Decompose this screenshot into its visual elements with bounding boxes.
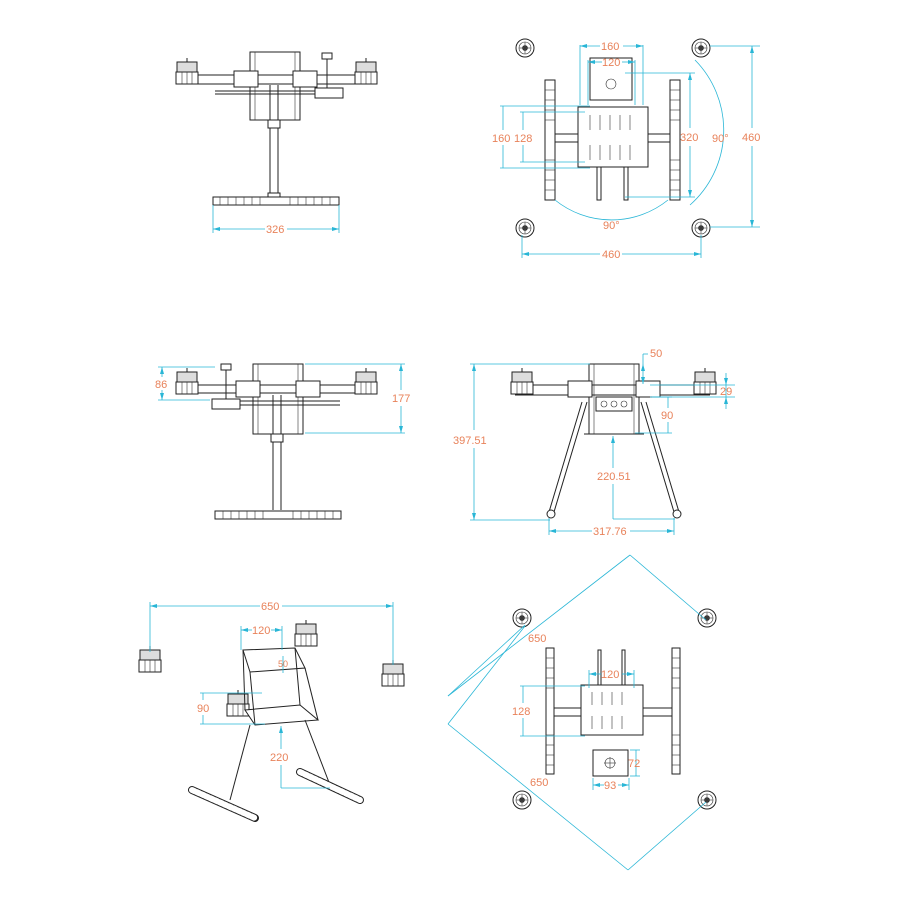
motor-rr xyxy=(691,218,711,238)
dim-label-deck-gap: 90 xyxy=(661,410,673,422)
dim-650 xyxy=(149,602,394,665)
dim-label-diagonal-upper: 650 xyxy=(528,633,546,645)
dim-90 xyxy=(200,692,265,725)
dim-label-plate-height: 128 xyxy=(512,706,530,718)
dim-72 xyxy=(630,749,640,777)
dim-320 xyxy=(625,72,695,198)
dim-label-angle-right: 90° xyxy=(712,133,729,145)
dim-label-frame-height: 177 xyxy=(392,393,410,405)
dim-93 xyxy=(592,778,630,790)
angle-arc-bottom xyxy=(554,199,669,221)
bottom-plate xyxy=(244,704,320,726)
dim-128 xyxy=(520,685,585,737)
dim-label-outer-plate-height: 160 xyxy=(492,133,510,145)
dim-label-top-offset: 50 xyxy=(650,348,662,360)
dim-skid-width xyxy=(212,205,340,233)
motor-right xyxy=(693,367,717,395)
dim-120 xyxy=(240,626,283,650)
dim-label-deck-gap: 90 xyxy=(197,703,209,715)
landing-view: 397.51 50 29 90 220.51 31 xyxy=(453,348,735,538)
dim-label-angle-bottom: 90° xyxy=(603,220,620,232)
skid-left xyxy=(544,79,556,201)
motor-right xyxy=(354,367,378,395)
dim-label-arm-thickness: 29 xyxy=(720,386,732,398)
center-plate xyxy=(577,106,649,168)
dim-160-height xyxy=(500,105,590,169)
dim-317-76 xyxy=(548,518,675,535)
angle-arc-right xyxy=(689,59,725,206)
dim-220-51 xyxy=(611,436,675,520)
dim-label-gear-height: 220.51 xyxy=(597,471,631,483)
dim-label-diagonal-lower: 650 xyxy=(530,777,548,789)
motor-left xyxy=(175,57,199,85)
dim-label-skid-width: 326 xyxy=(266,224,284,236)
dim-650-upper xyxy=(447,554,707,697)
dim-label-diagonal: 650 xyxy=(261,601,279,613)
dim-label-motor-span-horizontal: 460 xyxy=(602,249,620,261)
top-view: 160 120 160 128 320 90° 90° xyxy=(492,38,760,261)
motor-back xyxy=(294,619,318,647)
skid-bar xyxy=(214,510,342,520)
dim-120 xyxy=(588,670,635,688)
motor-fl xyxy=(512,608,532,628)
skid-bar xyxy=(212,196,340,206)
dim-label-rail-length: 320 xyxy=(680,132,698,144)
dim-160-width xyxy=(579,44,644,105)
skid-left xyxy=(188,786,259,822)
gimbal-top-view: 650 650 120 128 72 93 xyxy=(447,554,717,871)
iso-view: 650 120 50 90 220 xyxy=(138,601,405,822)
dim-label-outer-plate-width: 160 xyxy=(601,41,619,53)
front-view: 326 xyxy=(175,51,378,236)
dim-50 xyxy=(641,353,648,384)
motor-front xyxy=(226,689,250,717)
dim-86 xyxy=(158,366,215,401)
dim-label-plate-width: 120 xyxy=(601,669,619,681)
dim-120-width xyxy=(587,60,636,105)
dim-label-total-height: 397.51 xyxy=(453,435,487,447)
dim-label-motor-span-vertical: 460 xyxy=(742,132,760,144)
dim-label-plate-width: 120 xyxy=(252,625,270,637)
dim-label-inner-plate-width: 120 xyxy=(602,57,620,69)
dim-177 xyxy=(305,363,405,434)
dim-220 xyxy=(279,726,330,789)
motor-right xyxy=(354,57,378,85)
motor-fr xyxy=(691,38,711,58)
dim-label-inner-plate-height: 128 xyxy=(514,133,532,145)
dim-label-motor-height: 86 xyxy=(155,379,167,391)
frame-box xyxy=(252,363,304,435)
motor-left xyxy=(510,367,534,395)
side-view: 86 177 xyxy=(155,363,410,520)
motor-rl xyxy=(515,218,535,238)
motor-left xyxy=(175,367,199,395)
dim-label-plate-gap: 50 xyxy=(278,659,288,669)
motor-rl xyxy=(512,790,532,810)
dim-label-gear-width: 317.76 xyxy=(593,526,627,538)
dim-label-mount-height: 72 xyxy=(628,758,640,770)
dim-460-vertical xyxy=(710,45,760,228)
motor-fl xyxy=(515,38,535,58)
dim-label-mount-width: 93 xyxy=(604,780,616,792)
skid-right xyxy=(296,768,364,804)
dim-90 xyxy=(635,396,672,434)
dim-label-gear-height: 220 xyxy=(270,752,288,764)
dim-460-horizontal xyxy=(521,235,702,258)
dim-128-height xyxy=(520,111,585,163)
dim-397-51 xyxy=(470,363,590,521)
skid-right xyxy=(669,79,681,201)
motor-fr xyxy=(697,608,717,628)
dim-650-lower xyxy=(447,625,707,871)
